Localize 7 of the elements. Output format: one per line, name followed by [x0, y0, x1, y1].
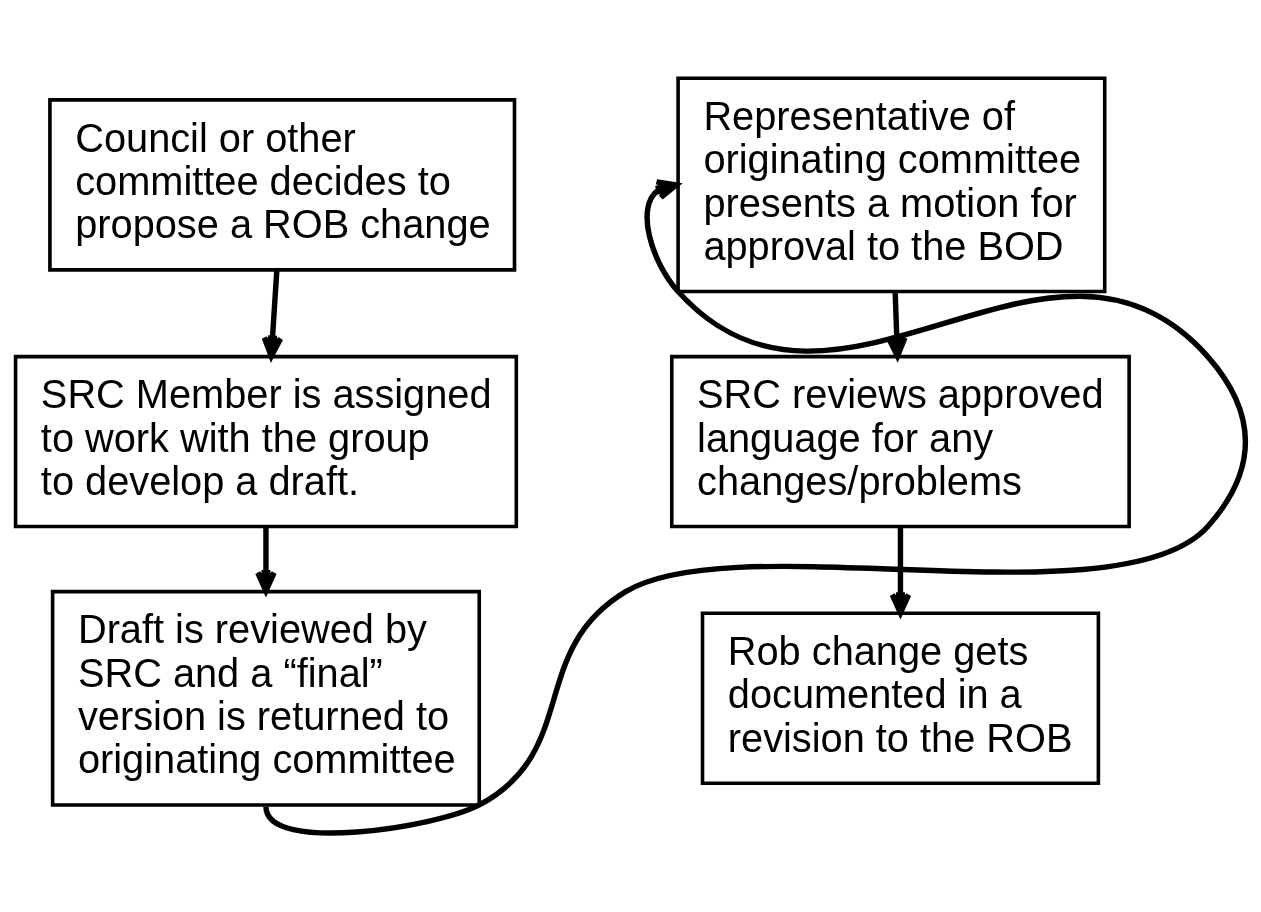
node-box: Council or other committee decides to propose a ROB change: [48, 98, 517, 272]
node-box: SRC reviews approved language for any changes/problems: [669, 354, 1131, 529]
node-box: SRC Member is assigned to work with the group to develop a draft.: [13, 354, 519, 529]
node-box: Draft is reviewed by SRC and a “final” version is returned to originating committee: [50, 589, 482, 807]
arrow: [263, 179, 1248, 836]
node-box: Representative of originating committee presents a motion for approval to the BOD: [676, 76, 1107, 294]
node-box: Rob change gets documented in a revision to the ROB: [700, 611, 1101, 786]
